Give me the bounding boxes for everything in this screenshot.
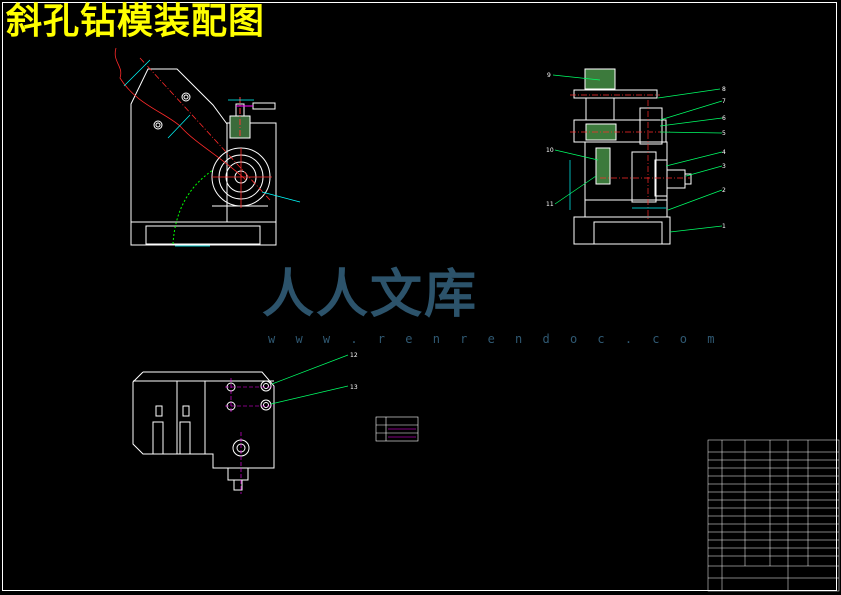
callout-7: 7 xyxy=(722,98,726,105)
front-dimensions xyxy=(123,59,301,247)
front-view xyxy=(130,68,277,246)
top-centerlines xyxy=(225,378,274,494)
callout-13: 13 xyxy=(350,384,358,391)
drawing-title: 斜孔钻模装配图 xyxy=(6,1,266,42)
callout-5: 5 xyxy=(722,130,726,137)
top-leaders xyxy=(270,354,349,405)
callout-8: 8 xyxy=(722,86,726,93)
callout-11: 11 xyxy=(546,201,554,208)
callout-2: 2 xyxy=(722,187,726,194)
watermark-url: w w w . r e n r e n d o c . c o m xyxy=(268,332,721,346)
side-leaders xyxy=(552,74,723,233)
callout-1: 1 xyxy=(722,223,726,230)
callout-6: 6 xyxy=(722,115,726,122)
parts-list xyxy=(707,439,840,592)
side-view xyxy=(573,68,692,245)
callout-9: 9 xyxy=(547,72,551,79)
side-centerlines xyxy=(570,94,690,220)
watermark-text: 人人文库 xyxy=(262,265,479,325)
callout-12: 12 xyxy=(350,352,358,359)
front-centerlines xyxy=(114,47,272,208)
callout-10: 10 xyxy=(546,147,554,154)
callout-3: 3 xyxy=(722,163,726,170)
note-table xyxy=(375,416,419,442)
side-callout-labels: 1 2 3 4 5 6 7 8 9 10 11 xyxy=(546,72,726,230)
callout-4: 4 xyxy=(722,149,726,156)
top-view xyxy=(132,371,275,491)
